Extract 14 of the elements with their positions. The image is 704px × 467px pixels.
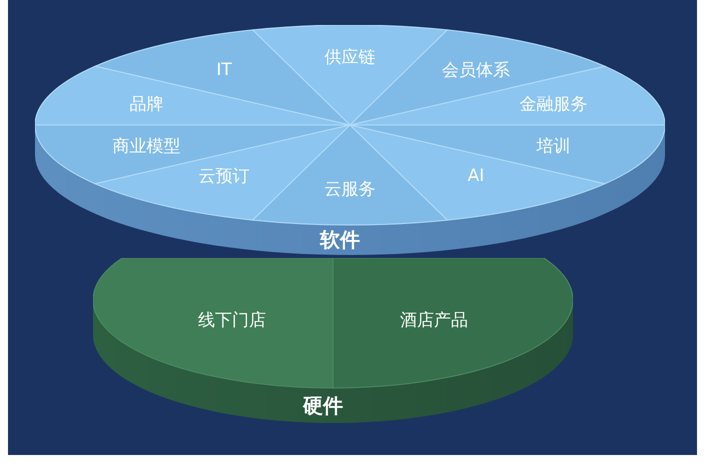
slice-label: IT: [216, 60, 232, 80]
disc-label: 软件: [320, 226, 360, 254]
slice-label: 线下门店: [198, 308, 266, 332]
slice-label: 品牌: [129, 92, 164, 116]
slice-label: 会员体系: [442, 58, 510, 82]
slice-label: 云服务: [324, 178, 376, 200]
slice-label: 云预订: [198, 164, 250, 188]
slice-label: 金融服务: [520, 92, 588, 116]
slice-label: 酒店产品: [400, 308, 468, 332]
slice-label: AI: [468, 166, 484, 186]
slice-label: 培训: [536, 134, 571, 158]
slice-label: 商业模型: [112, 134, 180, 158]
disc-label: 硬件: [303, 392, 343, 419]
slice-label: 供应链: [324, 46, 376, 68]
